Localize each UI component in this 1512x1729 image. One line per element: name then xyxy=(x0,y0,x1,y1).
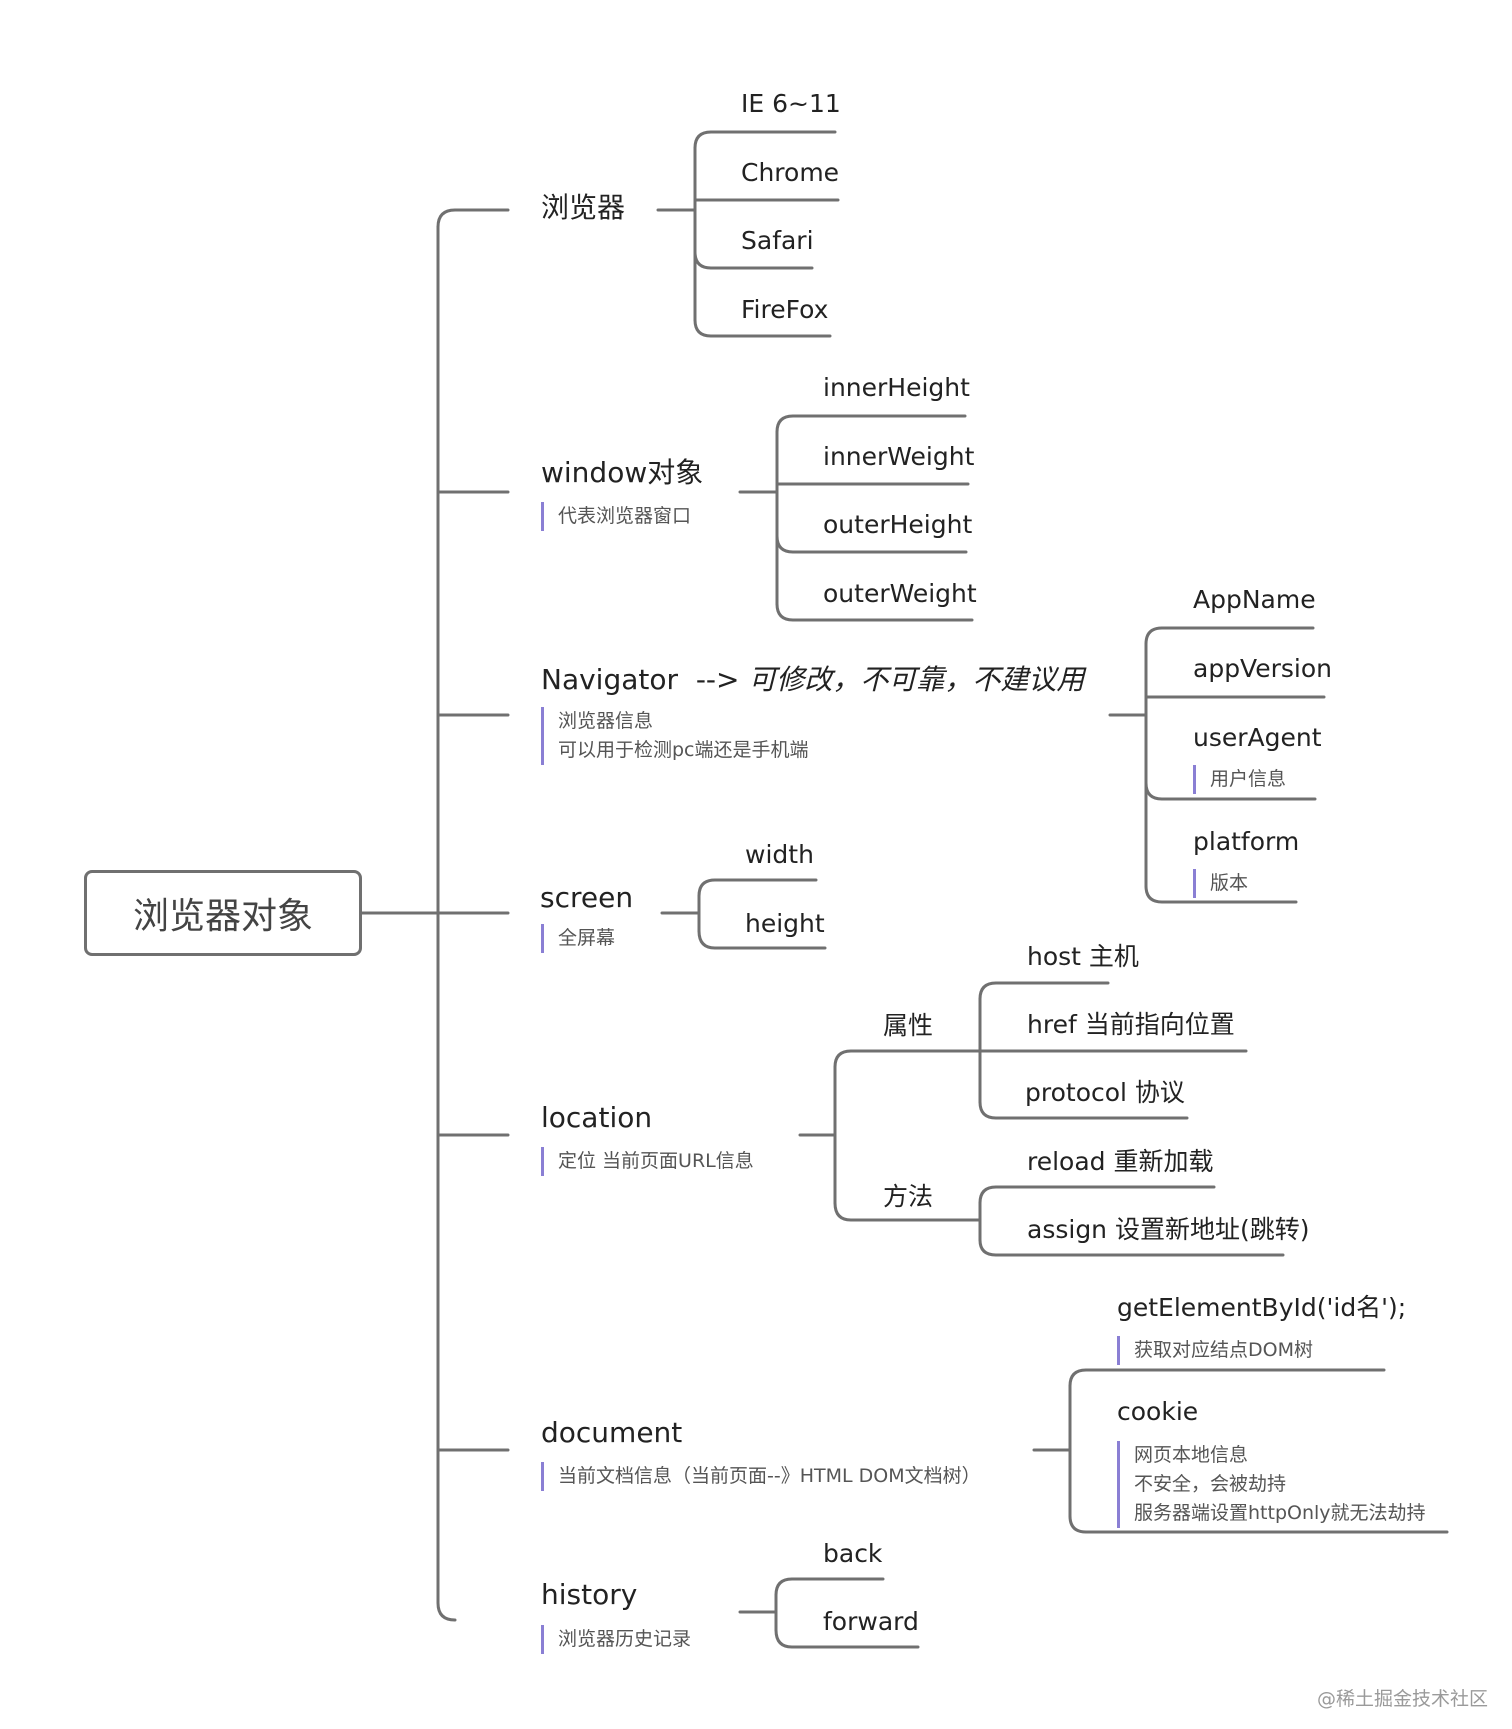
root-node: 浏览器对象 xyxy=(84,870,362,956)
history-node: history xyxy=(541,1578,638,1611)
navigator-item-appname: AppName xyxy=(1193,585,1316,614)
cookie-note: 网页本地信息 不安全，会被劫持 服务器端设置httpOnly就无法劫持 xyxy=(1117,1441,1426,1528)
browser-item-ie: IE 6~11 xyxy=(741,89,841,118)
window-note: 代表浏览器窗口 xyxy=(541,502,691,531)
screen-item-width: width xyxy=(745,840,814,869)
browser-node: 浏览器 xyxy=(541,191,626,224)
history-note: 浏览器历史记录 xyxy=(541,1625,691,1654)
history-item-back: back xyxy=(823,1539,883,1568)
root-label: 浏览器对象 xyxy=(132,896,313,937)
navigator-item-platform: platform xyxy=(1193,827,1300,856)
navigator-node: Navigator --> 可修改，不可靠，不建议用 xyxy=(541,666,1084,694)
browser-item-firefox: FireFox xyxy=(741,295,829,324)
watermark: @稀土掘金技术社区 xyxy=(1316,1688,1488,1710)
screen-item-height: height xyxy=(745,909,825,938)
navigator-remark: 可修改，不可靠，不建议用 xyxy=(748,663,1085,696)
location-prop-protocol: protocol 协议 xyxy=(1025,1078,1185,1107)
getelementbyid-note: 获取对应结点DOM树 xyxy=(1117,1336,1313,1365)
navigator-item-appversion: appVersion xyxy=(1193,654,1332,683)
navigator-note: 浏览器信息 可以用于检测pc端还是手机端 xyxy=(541,707,809,765)
window-node: window对象 xyxy=(541,456,704,489)
navigator-arrow: --> xyxy=(695,663,740,696)
window-item-outerweight: outerWeight xyxy=(823,579,977,608)
document-item-getelementbyid: getElementById('id名'); xyxy=(1117,1293,1407,1322)
window-item-outerheight: outerHeight xyxy=(823,510,973,539)
screen-note: 全屏幕 xyxy=(541,924,615,953)
window-item-innerheight: innerHeight xyxy=(823,373,970,402)
location-note: 定位 当前页面URL信息 xyxy=(541,1147,754,1176)
navigator-label: Navigator xyxy=(541,663,679,696)
location-props-label: 属性 xyxy=(883,1011,934,1040)
location-methods-label: 方法 xyxy=(883,1182,934,1211)
document-item-cookie: cookie xyxy=(1117,1397,1199,1426)
location-method-reload: reload 重新加载 xyxy=(1027,1147,1214,1176)
browser-item-chrome: Chrome xyxy=(741,158,840,187)
location-prop-host: host 主机 xyxy=(1027,942,1139,971)
useragent-note: 用户信息 xyxy=(1193,765,1286,794)
location-prop-href: href 当前指向位置 xyxy=(1027,1010,1235,1039)
location-node: location xyxy=(541,1101,653,1134)
document-node: document xyxy=(541,1416,683,1449)
location-method-assign: assign 设置新地址(跳转) xyxy=(1027,1215,1310,1244)
window-item-innerweight: innerWeight xyxy=(823,442,975,471)
browser-item-safari: Safari xyxy=(741,226,814,255)
history-item-forward: forward xyxy=(823,1607,919,1636)
screen-node: screen xyxy=(540,881,634,914)
navigator-item-useragent: userAgent xyxy=(1193,723,1322,752)
platform-note: 版本 xyxy=(1193,869,1248,898)
document-note: 当前文档信息（当前页面--》HTML DOM文档树） xyxy=(541,1462,981,1491)
